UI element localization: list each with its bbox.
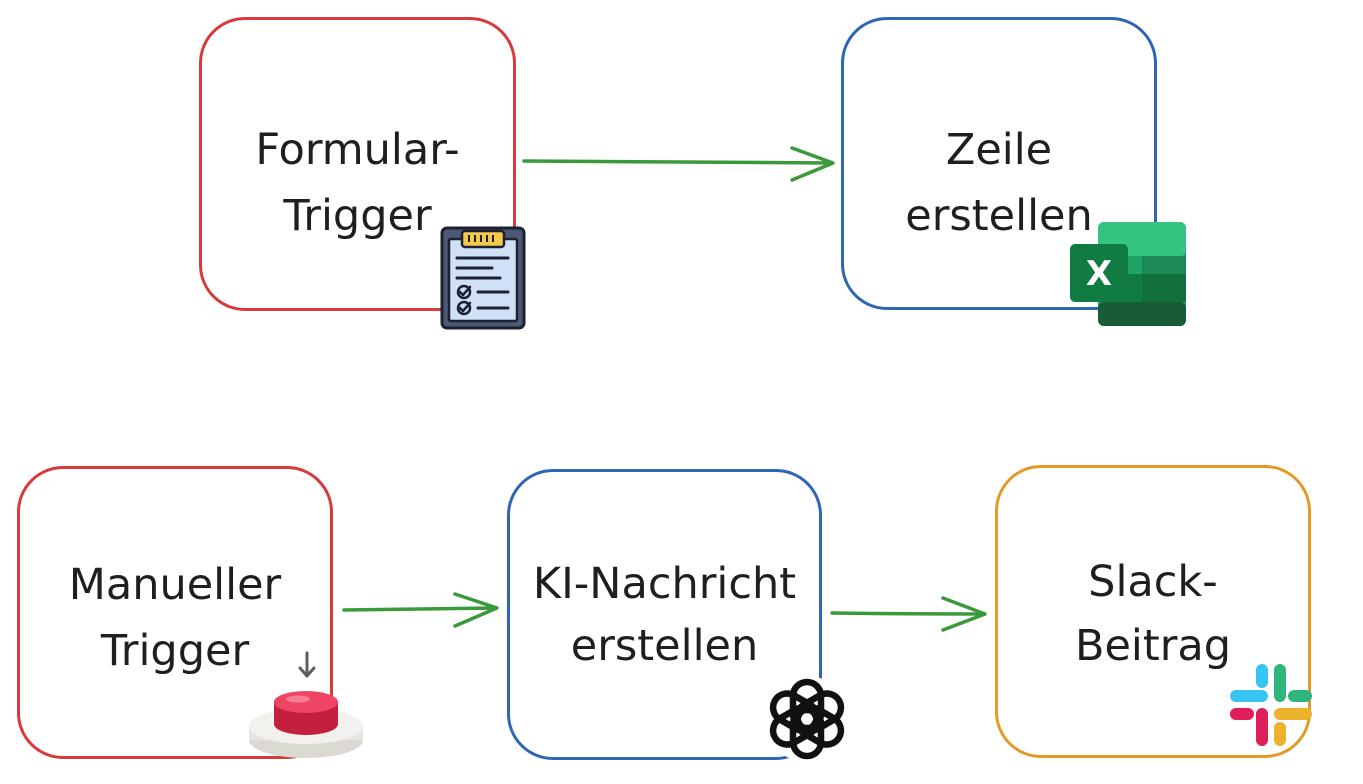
node-label-line1: Zeile: [945, 125, 1053, 175]
node-label-line2: Trigger: [100, 626, 250, 676]
node-slack-post[interactable]: Slack- Beitrag: [995, 465, 1311, 758]
svg-text:X: X: [1086, 254, 1112, 294]
push-button-icon: [249, 651, 363, 758]
clipboard-checklist-icon: [440, 226, 526, 330]
slack-icon: [1230, 664, 1312, 746]
arrow-ai-to-slack: [830, 596, 987, 632]
arrow-form-to-row: [522, 146, 835, 182]
node-label-line2: erstellen: [570, 621, 759, 671]
node-label-line1: Formular-: [255, 125, 460, 175]
arrow-manual-to-ai: [342, 592, 499, 628]
node-label-line1: KI-Nachricht: [532, 559, 797, 609]
node-label-line1: Slack-: [1088, 557, 1218, 607]
down-arrow-icon: [298, 651, 316, 678]
node-label-line1: Manueller: [68, 560, 282, 610]
excel-icon: X: [1070, 222, 1186, 326]
node-label-line2: Trigger: [283, 191, 432, 241]
openai-icon: [764, 676, 850, 762]
node-label-line2: erstellen: [905, 191, 1093, 241]
node-label-line2: Beitrag: [1074, 621, 1232, 671]
